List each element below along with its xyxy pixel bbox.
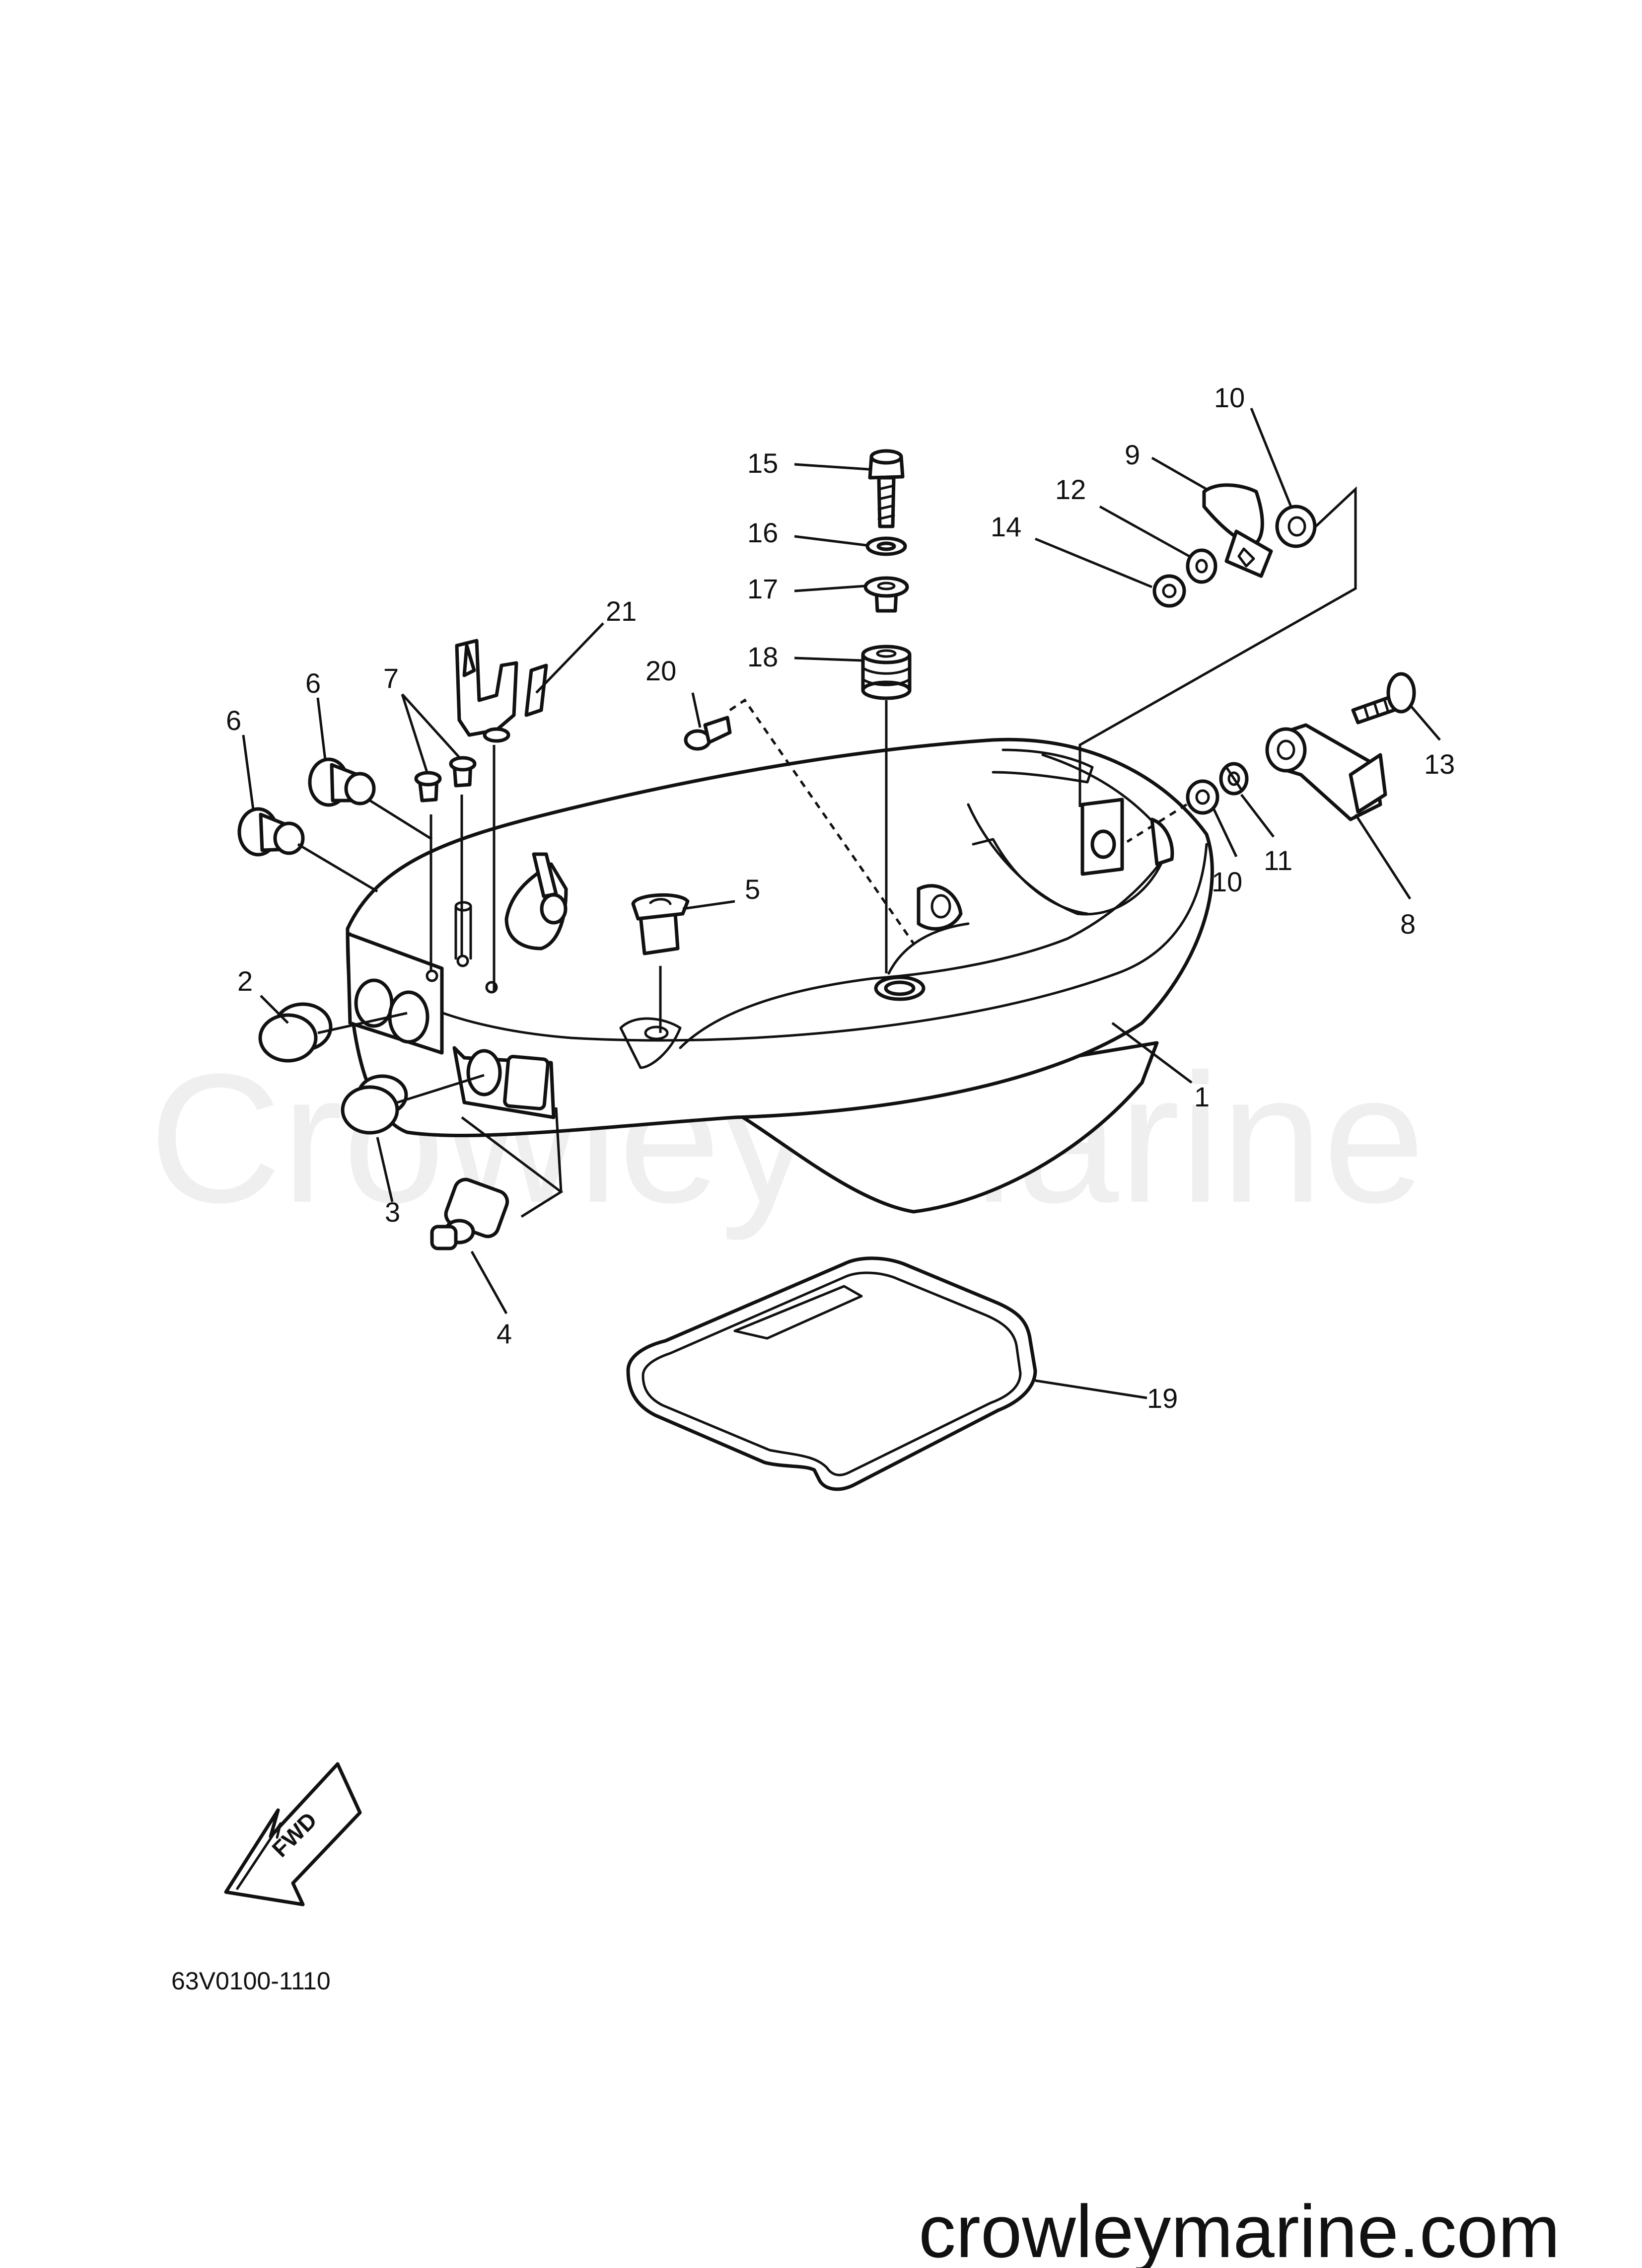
part-14-nut <box>1152 574 1186 608</box>
part-17-collar <box>863 576 909 613</box>
part-2-plug <box>258 1002 333 1063</box>
callout-1: 1 <box>1194 1081 1210 1112</box>
callout-21: 21 <box>606 595 637 627</box>
callout-14: 14 <box>991 511 1021 542</box>
callout-13: 13 <box>1424 748 1455 780</box>
part-11-lockwasher <box>1219 762 1249 796</box>
site-footer: crowleymarine.com <box>919 2190 1560 2268</box>
part-10-nut-lower <box>1186 779 1219 815</box>
part-16-washer <box>865 536 907 556</box>
part-20-screw <box>684 716 732 751</box>
part-13-bolt <box>1351 672 1416 725</box>
part-18-damper <box>861 645 912 700</box>
callout-15: 15 <box>747 447 778 479</box>
part-15-bolt <box>868 449 905 528</box>
callout-19: 19 <box>1147 1383 1178 1414</box>
part-4-grommet <box>430 1177 509 1250</box>
part-10-nut-upper <box>1275 505 1317 548</box>
callout-9: 9 <box>1125 439 1140 470</box>
callout-12: 12 <box>1055 474 1086 505</box>
part-12-washer <box>1186 548 1217 584</box>
fwd-arrow-icon: FWD <box>224 1762 362 1906</box>
callout-18: 18 <box>747 641 778 672</box>
callout-7: 7 <box>383 662 399 694</box>
part-6-plug-right <box>308 757 376 807</box>
part-3-grommet <box>341 1074 408 1135</box>
part-8-bracket <box>1265 723 1387 821</box>
bottom-cowling <box>346 737 1214 1214</box>
part-21-holder <box>455 639 548 743</box>
callout-4: 4 <box>497 1318 512 1349</box>
callout-6-left: 6 <box>226 705 241 736</box>
part-9-lever <box>1202 483 1273 578</box>
callout-2: 2 <box>237 965 253 997</box>
callout-16: 16 <box>747 517 778 548</box>
part-5-clip <box>631 893 690 955</box>
callout-11: 11 <box>1264 845 1292 876</box>
part-7-plugs <box>414 756 477 803</box>
callout-5: 5 <box>745 874 760 905</box>
callout-8: 8 <box>1400 908 1416 940</box>
callout-20: 20 <box>645 655 676 686</box>
callout-6-right: 6 <box>305 667 321 699</box>
part-19-seal <box>626 1256 1037 1491</box>
callout-10-upper: 10 <box>1214 382 1245 413</box>
drawing-code: 63V0100-1110 <box>171 1967 331 1995</box>
part-6-plug-left <box>237 807 305 857</box>
callout-17: 17 <box>747 573 778 604</box>
callout-10-lower: 10 <box>1212 866 1242 897</box>
